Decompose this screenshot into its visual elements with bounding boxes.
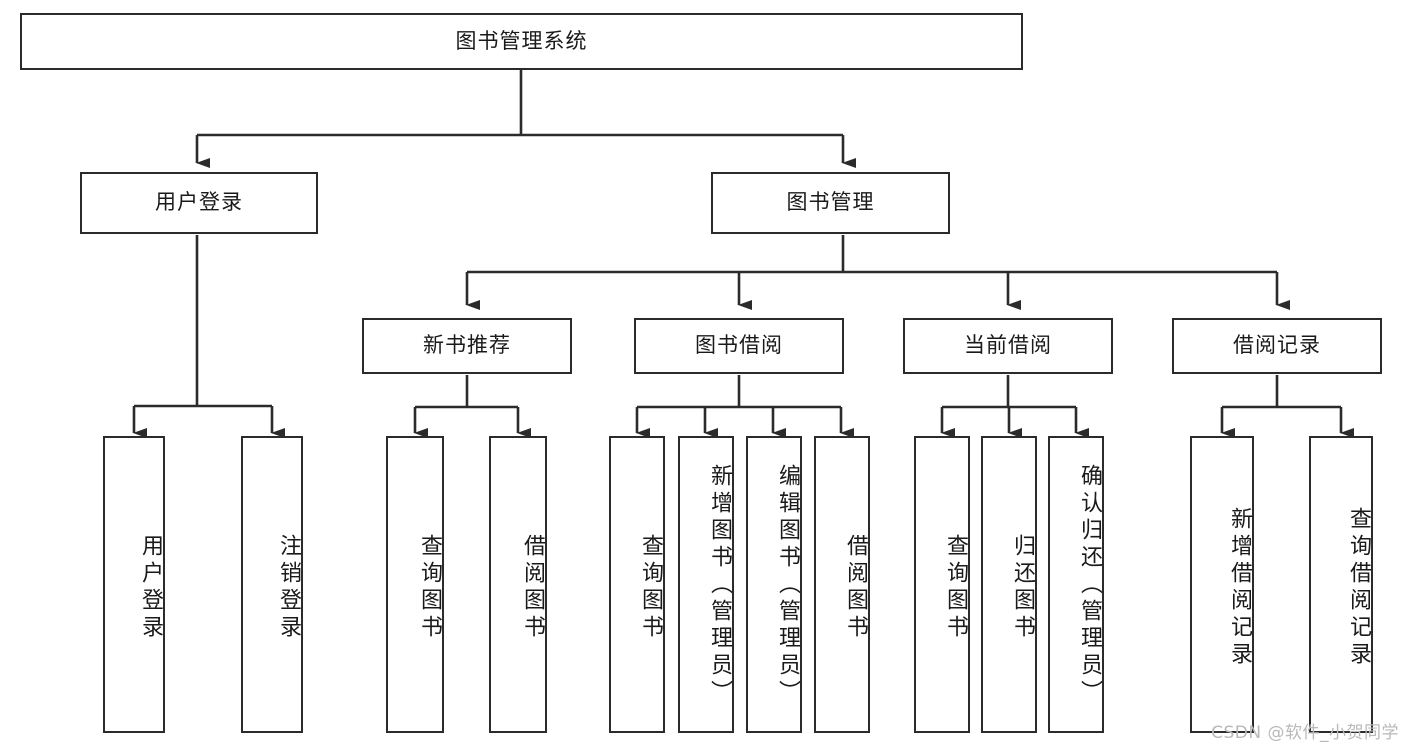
node-leaf-add-book-admin[interactable]: 新增图书（管理员） xyxy=(678,436,734,733)
node-label: 编辑图书（管理员） xyxy=(775,464,800,707)
node-label: 图书管理系统 xyxy=(455,28,588,53)
node-label: 借阅图书 xyxy=(843,533,868,642)
node-label: 新书推荐 xyxy=(423,333,511,358)
node-label: 用户登录 xyxy=(155,190,243,215)
node-leaf-add-borrow-record[interactable]: 新增借阅记录 xyxy=(1190,436,1254,733)
node-label: 当前借阅 xyxy=(964,333,1052,358)
node-label: 图书管理 xyxy=(786,190,875,215)
node-label: 注销登录 xyxy=(276,533,301,642)
node-book-borrowing[interactable]: 图书借阅 xyxy=(634,318,844,374)
node-label: 查询图书 xyxy=(943,533,968,642)
node-leaf-edit-book-admin[interactable]: 编辑图书（管理员） xyxy=(746,436,802,733)
node-current-borrowing[interactable]: 当前借阅 xyxy=(903,318,1113,374)
node-leaf-query-books-current[interactable]: 查询图书 xyxy=(914,436,970,733)
csdn-watermark: CSDN @软件_小贺同学 xyxy=(1211,723,1399,743)
node-book-management[interactable]: 图书管理 xyxy=(711,172,950,234)
node-leaf-borrow-books[interactable]: 借阅图书 xyxy=(814,436,870,733)
node-leaf-query-books-recommend[interactable]: 查询图书 xyxy=(386,436,444,733)
node-label: 新增图书（管理员） xyxy=(707,464,732,707)
node-new-book-recommendation[interactable]: 新书推荐 xyxy=(362,318,572,374)
node-label: 查询借阅记录 xyxy=(1346,506,1371,669)
node-root-book-management-system[interactable]: 图书管理系统 xyxy=(20,13,1023,70)
node-leaf-user-login[interactable]: 用户登录 xyxy=(103,436,165,733)
node-label: 确认归还（管理员） xyxy=(1077,464,1102,707)
node-leaf-logout[interactable]: 注销登录 xyxy=(241,436,303,733)
node-leaf-query-borrow-record[interactable]: 查询借阅记录 xyxy=(1309,436,1373,733)
node-label: 用户登录 xyxy=(138,533,163,642)
node-user-login[interactable]: 用户登录 xyxy=(80,172,318,234)
node-borrow-records[interactable]: 借阅记录 xyxy=(1172,318,1382,374)
node-label: 新增借阅记录 xyxy=(1227,506,1252,669)
node-label: 归还图书 xyxy=(1010,533,1035,642)
node-leaf-confirm-return-admin[interactable]: 确认归还（管理员） xyxy=(1048,436,1104,733)
node-label: 图书借阅 xyxy=(695,333,783,358)
node-leaf-query-books-borrow[interactable]: 查询图书 xyxy=(609,436,665,733)
node-label: 查询图书 xyxy=(417,533,442,642)
node-label: 借阅记录 xyxy=(1233,333,1321,358)
node-label: 查询图书 xyxy=(638,533,663,642)
node-leaf-return-books[interactable]: 归还图书 xyxy=(981,436,1037,733)
node-label: 借阅图书 xyxy=(520,533,545,642)
node-leaf-borrow-books-recommend[interactable]: 借阅图书 xyxy=(489,436,547,733)
